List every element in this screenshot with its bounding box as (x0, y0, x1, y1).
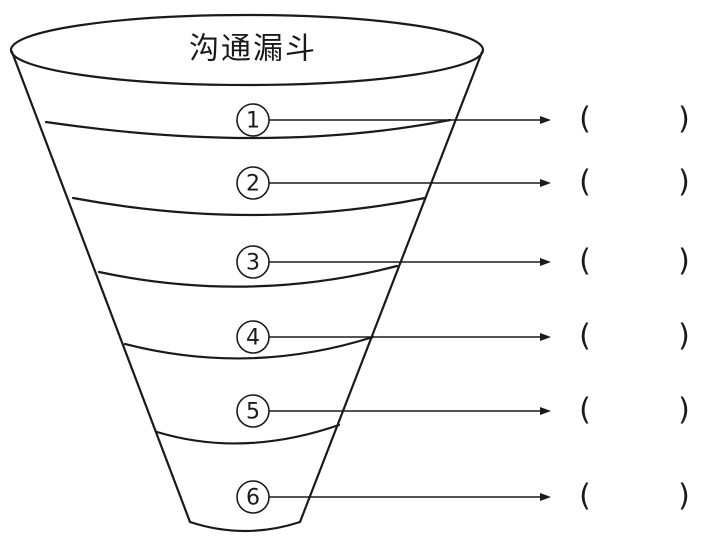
funnel-level-5: 5 () (236, 393, 690, 428)
answer-blank-open-3: ( (579, 244, 591, 279)
level-number-circle-6 (236, 480, 270, 514)
answer-blank-close-5: ) (678, 393, 690, 428)
funnel-band-divider-4 (123, 335, 375, 360)
level-number-3: 3 (246, 251, 260, 276)
level-number-5: 5 (246, 400, 260, 425)
arrow-head-1 (540, 116, 551, 124)
level-number-1: 1 (246, 109, 260, 134)
level-number-circle-3 (236, 245, 270, 279)
funnel-right-edge (298, 50, 484, 524)
level-number-6: 6 (246, 486, 260, 511)
funnel-level-1: 1 () (236, 102, 690, 137)
answer-blank-close-2: ) (678, 165, 690, 200)
funnel-band-divider-2 (71, 196, 427, 217)
answer-blank-open-5: ( (579, 393, 591, 428)
answer-blank-open-6: ( (579, 479, 591, 514)
funnel-level-4: 4 () (236, 319, 690, 354)
arrow-head-3 (540, 258, 551, 266)
funnel-title: 沟通漏斗 (189, 32, 317, 67)
arrow-head-2 (540, 179, 551, 187)
funnel-level-2: 2 () (236, 165, 690, 200)
funnel-level-3: 3 () (236, 244, 690, 279)
funnel-band-divider-3 (97, 264, 399, 288)
level-number-2: 2 (246, 172, 260, 197)
funnel-left-edge (10, 50, 192, 524)
level-number-circle-2 (236, 166, 270, 200)
level-number-circle-5 (236, 394, 270, 428)
funnel-bottom-arc (188, 520, 302, 533)
funnel-level-6: 6 () (236, 479, 690, 514)
arrow-head-5 (540, 407, 551, 415)
funnel-band-divider-1 (44, 118, 452, 140)
answer-blank-close-6: ) (678, 479, 690, 514)
answer-blank-open-1: ( (579, 102, 591, 137)
level-number-circle-4 (236, 320, 270, 354)
arrow-head-4 (540, 333, 551, 341)
answer-blank-close-1: ) (678, 102, 690, 137)
funnel-level-rows: 1 () 2 () 3 () 4 () 5 () 6 () (236, 102, 690, 514)
answer-blank-close-3: ) (678, 244, 690, 279)
funnel-top-ellipse (9, 13, 485, 87)
arrow-head-6 (540, 493, 551, 501)
level-number-circle-1 (236, 103, 270, 137)
answer-blank-open-4: ( (579, 319, 591, 354)
answer-blank-close-4: ) (678, 319, 690, 354)
level-number-4: 4 (246, 326, 260, 351)
funnel-band-divider-5 (155, 423, 341, 445)
answer-blank-open-2: ( (579, 165, 591, 200)
